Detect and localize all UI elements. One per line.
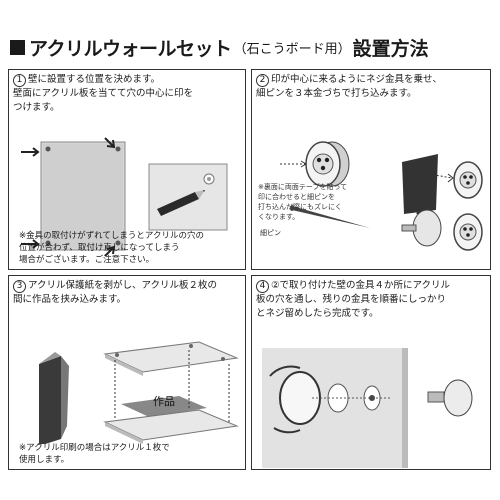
arrow-icon bbox=[104, 245, 116, 257]
title-main: アクリルウォールセット bbox=[29, 37, 232, 60]
protective-film bbox=[39, 356, 61, 444]
step-4-number: 4 bbox=[256, 280, 269, 293]
pin-label: 細ピン bbox=[260, 229, 281, 237]
mount-hole bbox=[45, 146, 51, 152]
acrylic-top bbox=[103, 341, 239, 373]
pin-icon bbox=[292, 206, 370, 228]
step-1-illustration bbox=[21, 137, 228, 257]
arrow-icon bbox=[21, 239, 40, 249]
title-tail: 設置方法 bbox=[352, 37, 429, 60]
step-1-number: 1 bbox=[13, 74, 26, 87]
artwork-sheet bbox=[121, 396, 207, 417]
artwork-label: 作品 bbox=[153, 395, 175, 408]
pencil-icon bbox=[157, 190, 205, 216]
page-title: アクリルウォールセット （石こうボード用） 設置方法 bbox=[10, 34, 429, 60]
arrow-icon bbox=[21, 147, 40, 157]
step-4-illustration bbox=[262, 348, 473, 468]
step-3-instruction: アクリル保護紙を剥がし、アクリル板２枚の 間に作品を挟み込みます。 bbox=[13, 280, 218, 305]
step-3-note: ※アクリル印刷の場合はアクリル１枚で 使用します。 bbox=[19, 443, 170, 465]
mount-hole bbox=[115, 146, 121, 152]
step-1-note: ※金具の取付けがずれてしまうとアクリルの穴の 位置が合わず、取付け直しになってし… bbox=[19, 231, 204, 265]
step-3-number: 3 bbox=[13, 280, 26, 293]
step-2-side-note: ※裏面に両面テープを貼って 印に合わせると細ピンを 打ち込んだ際にもズレにく く… bbox=[258, 183, 348, 221]
acrylic-bottom bbox=[103, 409, 239, 441]
title-sub: （石こうボード用） bbox=[233, 41, 351, 57]
title-square-icon bbox=[10, 39, 25, 55]
step-3-illustration bbox=[39, 341, 239, 444]
step-2-number: 2 bbox=[256, 74, 269, 87]
mount-hole bbox=[45, 240, 51, 246]
arrow-icon bbox=[104, 137, 116, 149]
step-1-instruction: 壁に設置する位置を決めます。 壁面にアクリル板を当てて穴の中心に印を つけます。 bbox=[13, 74, 194, 113]
mount-hole bbox=[115, 240, 121, 246]
step-4-instruction: ②で取り付けた壁の金具４か所にアクリル 板の穴を通し、残りの金具を順番にしっかり… bbox=[256, 280, 451, 319]
step-2-instruction: 印が中心に来るようにネジ金具を乗せ、 細ピンを３本金づちで打ち込みます。 bbox=[256, 74, 443, 99]
step-2-illustration bbox=[280, 141, 483, 251]
